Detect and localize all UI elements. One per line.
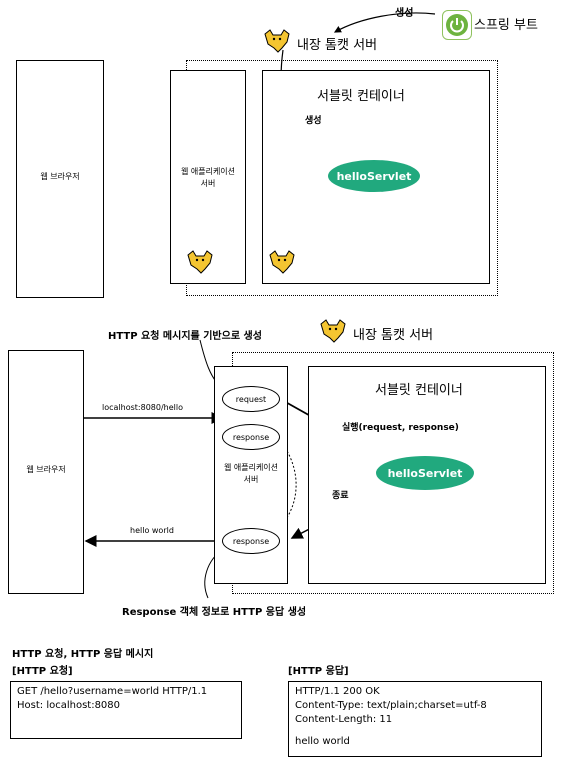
embedded-tomcat-label-top: 내장 톰캣 서버: [297, 38, 378, 53]
response-title: [HTTP 응답]: [288, 666, 349, 677]
hello-servlet-bottom: helloServlet: [376, 456, 474, 490]
embedded-tomcat-label-bottom: 내장 톰캣 서버: [353, 328, 434, 343]
execute-label: 실행(request, response): [342, 423, 459, 433]
response-ellipse-top: response: [222, 424, 280, 450]
request-title: [HTTP 요청]: [12, 666, 73, 677]
response-ellipse-bottom: response: [222, 528, 280, 554]
web-browser-box-top: 웹 브라우저: [16, 60, 104, 298]
web-app-server-line1: 웹 애플리케이션: [223, 463, 279, 472]
tomcat-cat-icon: [262, 28, 292, 54]
request-ellipse: request: [222, 386, 280, 412]
http-response-message-box: HTTP/1.1 200 OK Content-Type: text/plain…: [288, 681, 542, 757]
create-label-inner: 생성: [305, 116, 322, 126]
servlet-container-label-top: 서블릿 컨테이너: [317, 89, 405, 104]
web-app-server-line2: 서버: [243, 475, 259, 484]
tomcat-cat-icon: [318, 318, 348, 344]
web-app-server-label-top: 웹 애플리케이션 서버: [171, 166, 245, 190]
hello-servlet-top: helloServlet: [328, 160, 420, 192]
url-label: localhost:8080/hello: [102, 403, 183, 412]
web-app-server-box-top: 웹 애플리케이션 서버: [170, 70, 246, 284]
web-app-server-line1: 웹 애플리케이션: [180, 167, 236, 176]
spring-boot-label: 스프링 부트: [474, 18, 538, 33]
hello-world-label: hello world: [130, 526, 174, 535]
response-line-1: HTTP/1.1 200 OK: [295, 686, 380, 697]
end-label: 종료: [332, 491, 349, 501]
response-line-4: hello world: [295, 736, 350, 747]
http-request-message-box: GET /hello?username=world HTTP/1.1 Host:…: [10, 681, 242, 739]
tomcat-cat-icon: [267, 249, 297, 275]
servlet-container-label-bottom: 서블릿 컨테이너: [375, 383, 463, 398]
web-app-server-line2: 서버: [200, 179, 216, 188]
web-browser-label-bottom: 웹 브라우저: [26, 465, 66, 474]
web-browser-label-top: 웹 브라우저: [40, 172, 80, 181]
blank-line: [295, 727, 535, 735]
response-line-3: Content-Length: 11: [295, 714, 393, 725]
web-app-server-label-bottom: 웹 애플리케이션 서버: [215, 462, 287, 486]
messages-heading: HTTP 요청, HTTP 응답 메시지: [12, 649, 154, 660]
http-request-note: HTTP 요청 메시지를 기반으로 생성: [108, 331, 262, 342]
tomcat-cat-icon: [185, 249, 215, 275]
request-line-2: Host: localhost:8080: [17, 700, 121, 711]
response-line-2: Content-Type: text/plain;charset=utf-8: [295, 700, 487, 711]
spring-boot-logo: [442, 10, 472, 40]
request-line-1: GET /hello?username=world HTTP/1.1: [17, 686, 208, 697]
spring-create-arrow: [333, 12, 436, 33]
response-note: Response 객체 정보로 HTTP 응답 생성: [122, 607, 307, 618]
spring-create-label: 생성: [395, 8, 414, 19]
web-browser-box-bottom: 웹 브라우저: [8, 350, 84, 594]
power-icon: [446, 14, 468, 36]
